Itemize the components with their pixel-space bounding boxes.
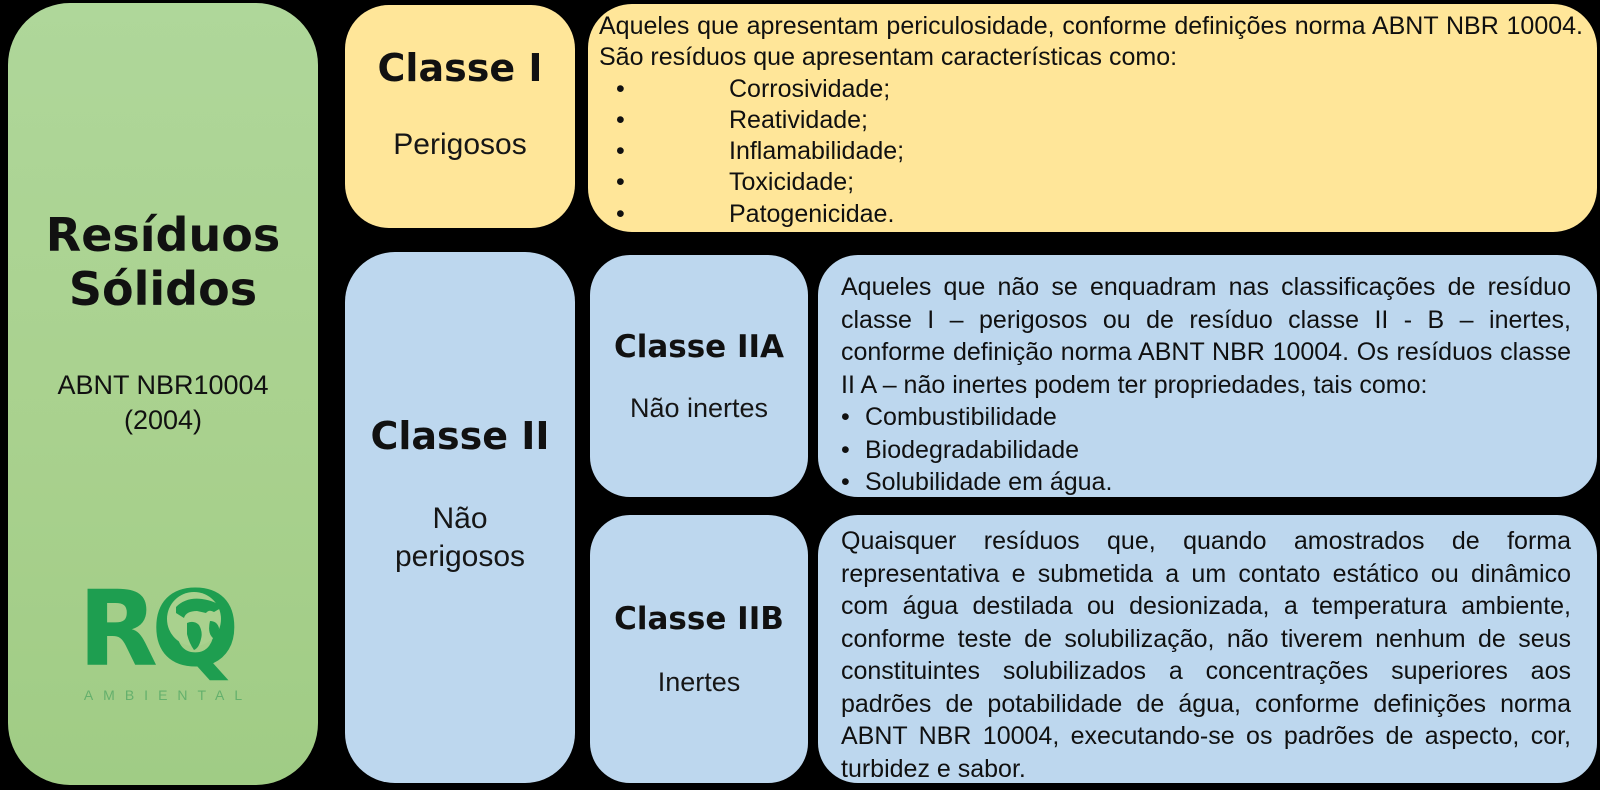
- classe-iib-box: Classe IIB Inertes: [590, 515, 808, 783]
- classe-iia-description: Aqueles que não se enquadram nas classif…: [818, 255, 1597, 497]
- classe-ii-box: Classe II Não perigosos: [345, 252, 575, 783]
- bullet-icon: •: [616, 168, 625, 197]
- bullet-icon: •: [616, 74, 625, 103]
- bullet-icon: •: [616, 199, 625, 228]
- bullet-text: Solubilidade em água.: [865, 468, 1113, 496]
- panel-title-line1: Resíduos: [45, 208, 281, 262]
- bullet-icon: •: [841, 435, 850, 464]
- bullet-text: Combustibilidade: [865, 403, 1057, 431]
- rq-ambiental-logo: RQ AMBIENTAL: [8, 573, 318, 703]
- classe-iia-title: Classe IIA: [613, 328, 785, 365]
- classe-iia-intro: Aqueles que não se enquadram nas classif…: [841, 273, 1571, 399]
- classe-i-description: Aqueles que apresentam periculosidade, c…: [588, 4, 1597, 232]
- bullet-text: Biodegradabilidade: [865, 435, 1080, 464]
- classe-iib-text: Quaisquer resíduos que, quando amostrado…: [841, 527, 1571, 783]
- panel-title: Resíduos Sólidos: [8, 208, 318, 317]
- bullet-icon: •: [616, 137, 625, 165]
- bullet-icon: •: [616, 105, 625, 134]
- classe-iib-description: Quaisquer resíduos que, quando amostrado…: [818, 515, 1597, 783]
- bullet-item: • Biodegradabilidade: [841, 434, 1571, 467]
- classe-ii-title: Classe II: [370, 414, 550, 458]
- classe-i-subtitle: Perigosos: [393, 127, 527, 161]
- bullet-item: • Solubilidade em água.: [841, 466, 1571, 499]
- panel-subtitle-line2: (2004): [123, 405, 203, 436]
- bullet-text: Inflamabilidade;: [729, 137, 905, 165]
- classe-i-intro: Aqueles que apresentam periculosidade, c…: [599, 12, 1583, 72]
- panel-subtitle-line1: ABNT NBR10004: [57, 370, 269, 400]
- panel-title-line2: Sólidos: [68, 262, 258, 317]
- globe-icon: [167, 592, 221, 650]
- panel-subtitle: ABNT NBR10004 (2004): [8, 368, 318, 438]
- bullet-item: • Inflamabilidade;: [599, 136, 1583, 167]
- bullet-item: • Toxicidade;: [599, 167, 1583, 198]
- classe-iia-subtitle: Não inertes: [629, 392, 769, 423]
- classe-iib-title: Classe IIB: [614, 600, 784, 637]
- classe-i-bullet-list: • Corrosividade; • Reatividade; • Inflam…: [599, 74, 1583, 230]
- bullet-item: • Corrosividade;: [599, 74, 1583, 105]
- classe-i-box: Classe I Perigosos: [345, 5, 575, 228]
- classe-iia-bullet-list: • Combustibilidade • Biodegradabilidade …: [841, 401, 1571, 499]
- bullet-item: • Reatividade;: [599, 105, 1583, 136]
- bullet-text: Reatividade;: [729, 105, 868, 134]
- bullet-text: Patogenicidae.: [729, 199, 895, 228]
- bullet-item: • Patogenicidae.: [599, 199, 1583, 230]
- classe-ii-subtitle: Não perigosos: [394, 502, 526, 573]
- logo-subtext: AMBIENTAL: [83, 687, 253, 703]
- bullet-text: Corrosividade;: [729, 74, 891, 103]
- bullet-text: Toxicidade;: [729, 168, 855, 197]
- rq-logo-icon: RQ: [78, 573, 242, 685]
- bullet-icon: •: [841, 468, 850, 496]
- bullet-icon: •: [841, 403, 850, 431]
- classe-i-title: Classe I: [377, 45, 543, 90]
- classe-iib-subtitle: Inertes: [657, 666, 741, 697]
- residuos-solidos-panel: Resíduos Sólidos ABNT NBR10004 (2004) RQ…: [8, 3, 318, 785]
- bullet-item: • Combustibilidade: [841, 401, 1571, 434]
- classe-iia-box: Classe IIA Não inertes: [590, 255, 808, 497]
